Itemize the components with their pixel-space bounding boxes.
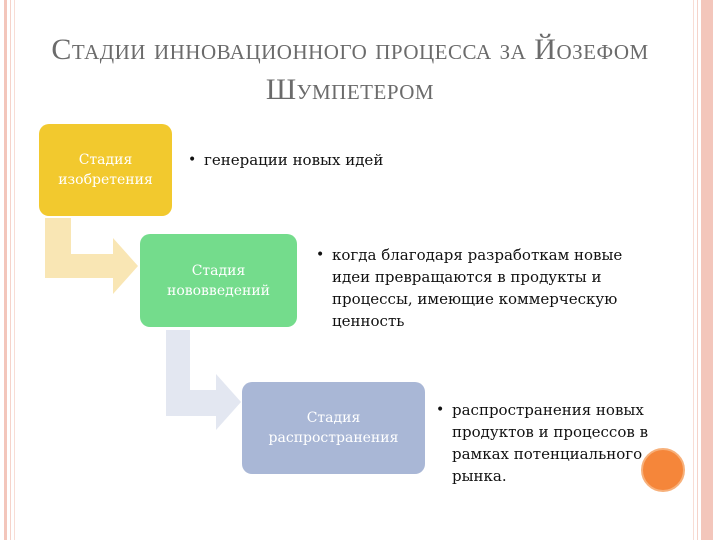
border-stripe-left-thin	[14, 0, 15, 540]
stage-label-innovation: Стадия нововведений	[166, 262, 271, 299]
stage-box-diffusion: Стадия распространения	[242, 382, 425, 474]
stage-description-invention: • генерации новых идей	[188, 149, 428, 171]
stage-description-text-invention: генерации новых идей	[204, 151, 384, 169]
stage-label-invention: Стадия изобретения	[58, 152, 153, 188]
bullet-icon: •	[316, 247, 325, 263]
stage-label-diffusion: Стадия распространения	[268, 410, 399, 446]
accent-circle	[641, 448, 685, 492]
border-stripe-left	[4, 0, 7, 540]
slide-title: Стадии инновационного процесса за Йозефо…	[51, 33, 649, 106]
stage-description-text-diffusion: распространения новых продуктов и процес…	[452, 401, 649, 485]
border-stripe-left-inner	[10, 0, 11, 540]
bullet-icon: •	[188, 152, 197, 168]
border-stripe-right-thin	[693, 0, 694, 540]
stage-description-text-innovation: когда благодаря разработкам новые идеи п…	[332, 246, 623, 330]
bullet-icon: •	[436, 402, 445, 418]
connector-arrow-1	[45, 218, 138, 294]
stage-box-innovation: Стадия нововведений	[140, 234, 297, 327]
stage-description-innovation: • когда благодаря разработкам новые идеи…	[316, 244, 656, 332]
stage-description-diffusion: • распространения новых продуктов и проц…	[436, 399, 676, 487]
stage-box-invention: Стадия изобретения	[39, 124, 172, 216]
connector-arrow-2	[166, 330, 241, 430]
border-stripe-right-inner	[697, 0, 698, 540]
border-stripe-right	[701, 0, 713, 540]
